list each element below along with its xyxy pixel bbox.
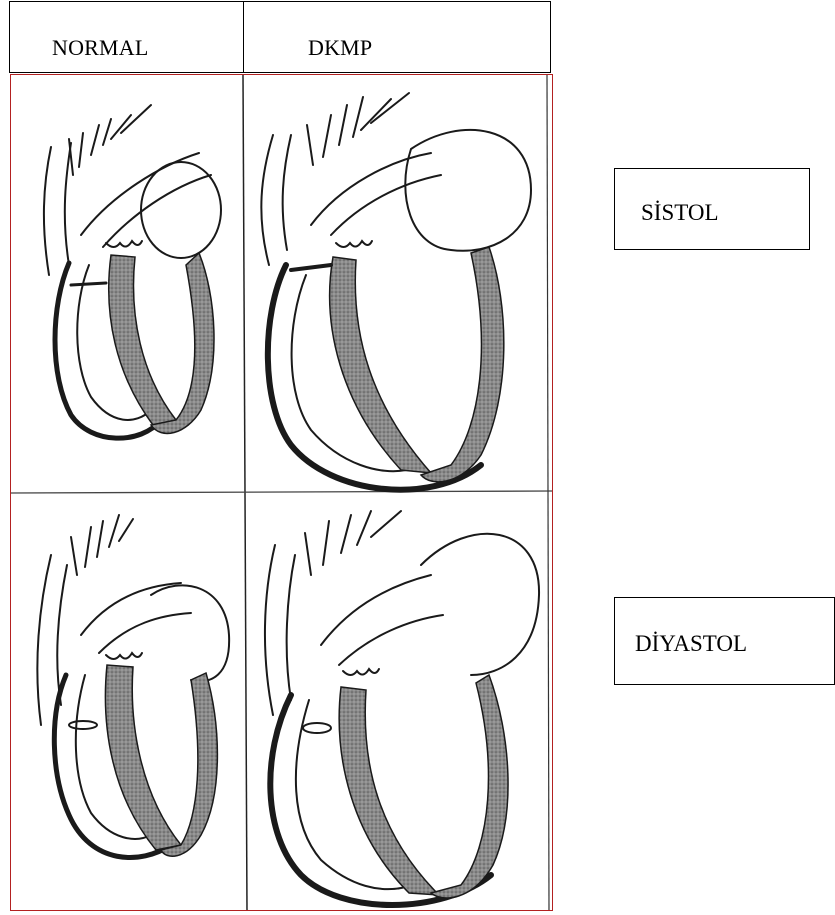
header-cell-normal: NORMAL bbox=[10, 2, 244, 72]
diastole-label: DİYASTOL bbox=[635, 631, 747, 657]
header-normal-label: NORMAL bbox=[52, 35, 149, 61]
systole-label-box: SİSTOL bbox=[614, 168, 810, 250]
header-cell-dkmp: DKMP bbox=[244, 2, 550, 72]
heart-dkmp-diastole bbox=[265, 511, 539, 905]
column-header: NORMAL DKMP bbox=[9, 1, 551, 73]
heart-normal-systole bbox=[44, 105, 221, 438]
heart-figure-frame bbox=[10, 74, 553, 911]
heart-normal-diastole bbox=[37, 515, 229, 857]
grid-right-line bbox=[547, 75, 549, 911]
grid-vertical-line bbox=[243, 75, 247, 911]
grid-horizontal-line bbox=[11, 491, 553, 493]
heart-dkmp-systole bbox=[261, 93, 531, 490]
heart-figure bbox=[11, 75, 553, 911]
systole-label: SİSTOL bbox=[641, 200, 719, 226]
header-dkmp-label: DKMP bbox=[308, 35, 372, 61]
diastole-label-box: DİYASTOL bbox=[614, 597, 835, 685]
